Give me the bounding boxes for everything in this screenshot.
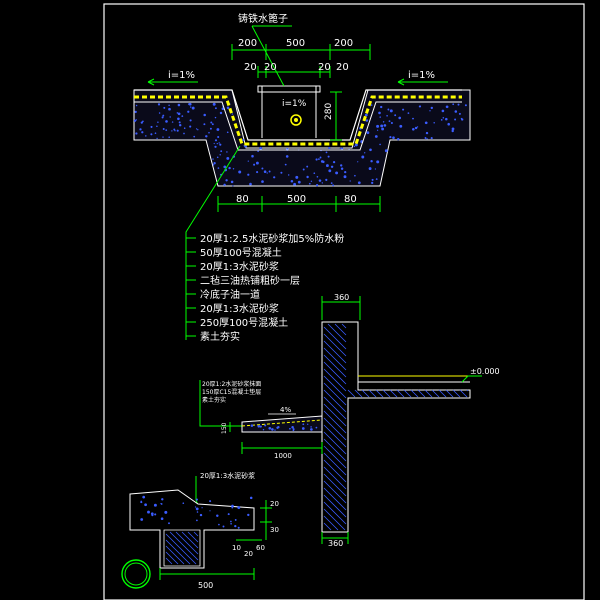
coping-dim-3: 10 bbox=[232, 544, 241, 552]
dim-sub-3: 20 bbox=[318, 62, 331, 73]
depth-dim: 280 bbox=[324, 103, 334, 120]
apron-note-3: 素土夯实 bbox=[202, 396, 226, 404]
apron-slope: 4% bbox=[280, 406, 291, 414]
layer-note-5: 冷底子油一道 bbox=[200, 288, 260, 301]
bottom-dimension-chain bbox=[217, 196, 381, 212]
apron-note-2: 150厚C15混凝土垫层 bbox=[202, 388, 261, 396]
coping-note: 20厚1:3水泥砂浆 bbox=[200, 471, 255, 480]
dim-sub-4: 20 bbox=[336, 62, 349, 73]
coping-width: 500 bbox=[198, 581, 213, 590]
layer-note-1: 20厚1:2.5水泥砂浆加5%防水粉 bbox=[200, 232, 344, 245]
slope-center: i=1% bbox=[282, 99, 307, 109]
layer-note-2: 50厚100号混凝土 bbox=[200, 246, 282, 259]
layer-note-3: 20厚1:3水泥砂浆 bbox=[200, 260, 279, 273]
layer-note-7: 250厚100号混凝土 bbox=[200, 316, 288, 329]
apron-detail: 20厚1:2水泥砂浆抹面 150厚C15混凝土垫层 素土夯实 4% 1000 1… bbox=[199, 380, 323, 460]
dim-top-1: 200 bbox=[238, 38, 257, 49]
top-dimension-chain bbox=[231, 25, 371, 141]
coping-dim-2: 30 bbox=[270, 526, 279, 534]
dim-top-2: 500 bbox=[286, 38, 305, 49]
coping-dim-1: 20 bbox=[270, 500, 279, 508]
dim-bottom-1: 80 bbox=[236, 194, 249, 205]
layer-note-4: 二毡三油热铺粗砂一层 bbox=[200, 274, 300, 287]
wall-hatch bbox=[323, 323, 469, 531]
coping-body bbox=[129, 489, 255, 569]
slope-left: i=1% bbox=[168, 70, 195, 81]
coping-detail: 20厚1:3水泥砂浆 20 30 10 60 20 500 bbox=[121, 471, 279, 590]
apron-width: 1000 bbox=[274, 452, 292, 460]
grate-title: 铸铁水篦子 bbox=[238, 12, 288, 25]
drawing-border bbox=[103, 3, 585, 600]
gutter-section: 铸铁水篦子 200 500 200 20 20 20 20 i=1% i=1% … bbox=[133, 12, 471, 212]
dim-bottom-2: 500 bbox=[287, 194, 306, 205]
concrete-speckle bbox=[133, 102, 467, 187]
layer-note-6: 20厚1:3水泥砂浆 bbox=[200, 302, 279, 315]
dim-sub-1: 20 bbox=[244, 62, 257, 73]
coping-dim-5: 20 bbox=[244, 550, 253, 558]
surface-line bbox=[134, 89, 462, 141]
gutter-concrete-body bbox=[133, 89, 471, 187]
grate bbox=[257, 85, 321, 93]
waterproof-layer-inner bbox=[134, 101, 462, 151]
dim-sub-2: 20 bbox=[264, 62, 277, 73]
wall-detail: 360 ±0.000 360 bbox=[321, 293, 500, 548]
wall-body bbox=[321, 321, 471, 533]
layer-note-8: 素土夯实 bbox=[200, 330, 240, 343]
apron-slab bbox=[241, 415, 323, 433]
slope-right: i=1% bbox=[408, 70, 435, 81]
dim-bottom-3: 80 bbox=[344, 194, 357, 205]
apron-note-1: 20厚1:2水泥砂浆抹面 bbox=[202, 380, 261, 388]
section-marker bbox=[121, 559, 151, 589]
apron-thk: 150 bbox=[221, 422, 228, 434]
level-mark: ±0.000 bbox=[470, 367, 500, 376]
wall-dim-top: 360 bbox=[334, 293, 349, 302]
waterproof-layer bbox=[134, 95, 462, 146]
wall-dim-bottom: 360 bbox=[328, 539, 343, 548]
drain-outlet bbox=[290, 114, 302, 126]
coping-dim-4: 60 bbox=[256, 544, 265, 552]
layer-notes: 20厚1:2.5水泥砂浆加5%防水粉50厚100号混凝土20厚1:3水泥砂浆二毡… bbox=[185, 145, 344, 343]
dim-top-3: 200 bbox=[334, 38, 353, 49]
